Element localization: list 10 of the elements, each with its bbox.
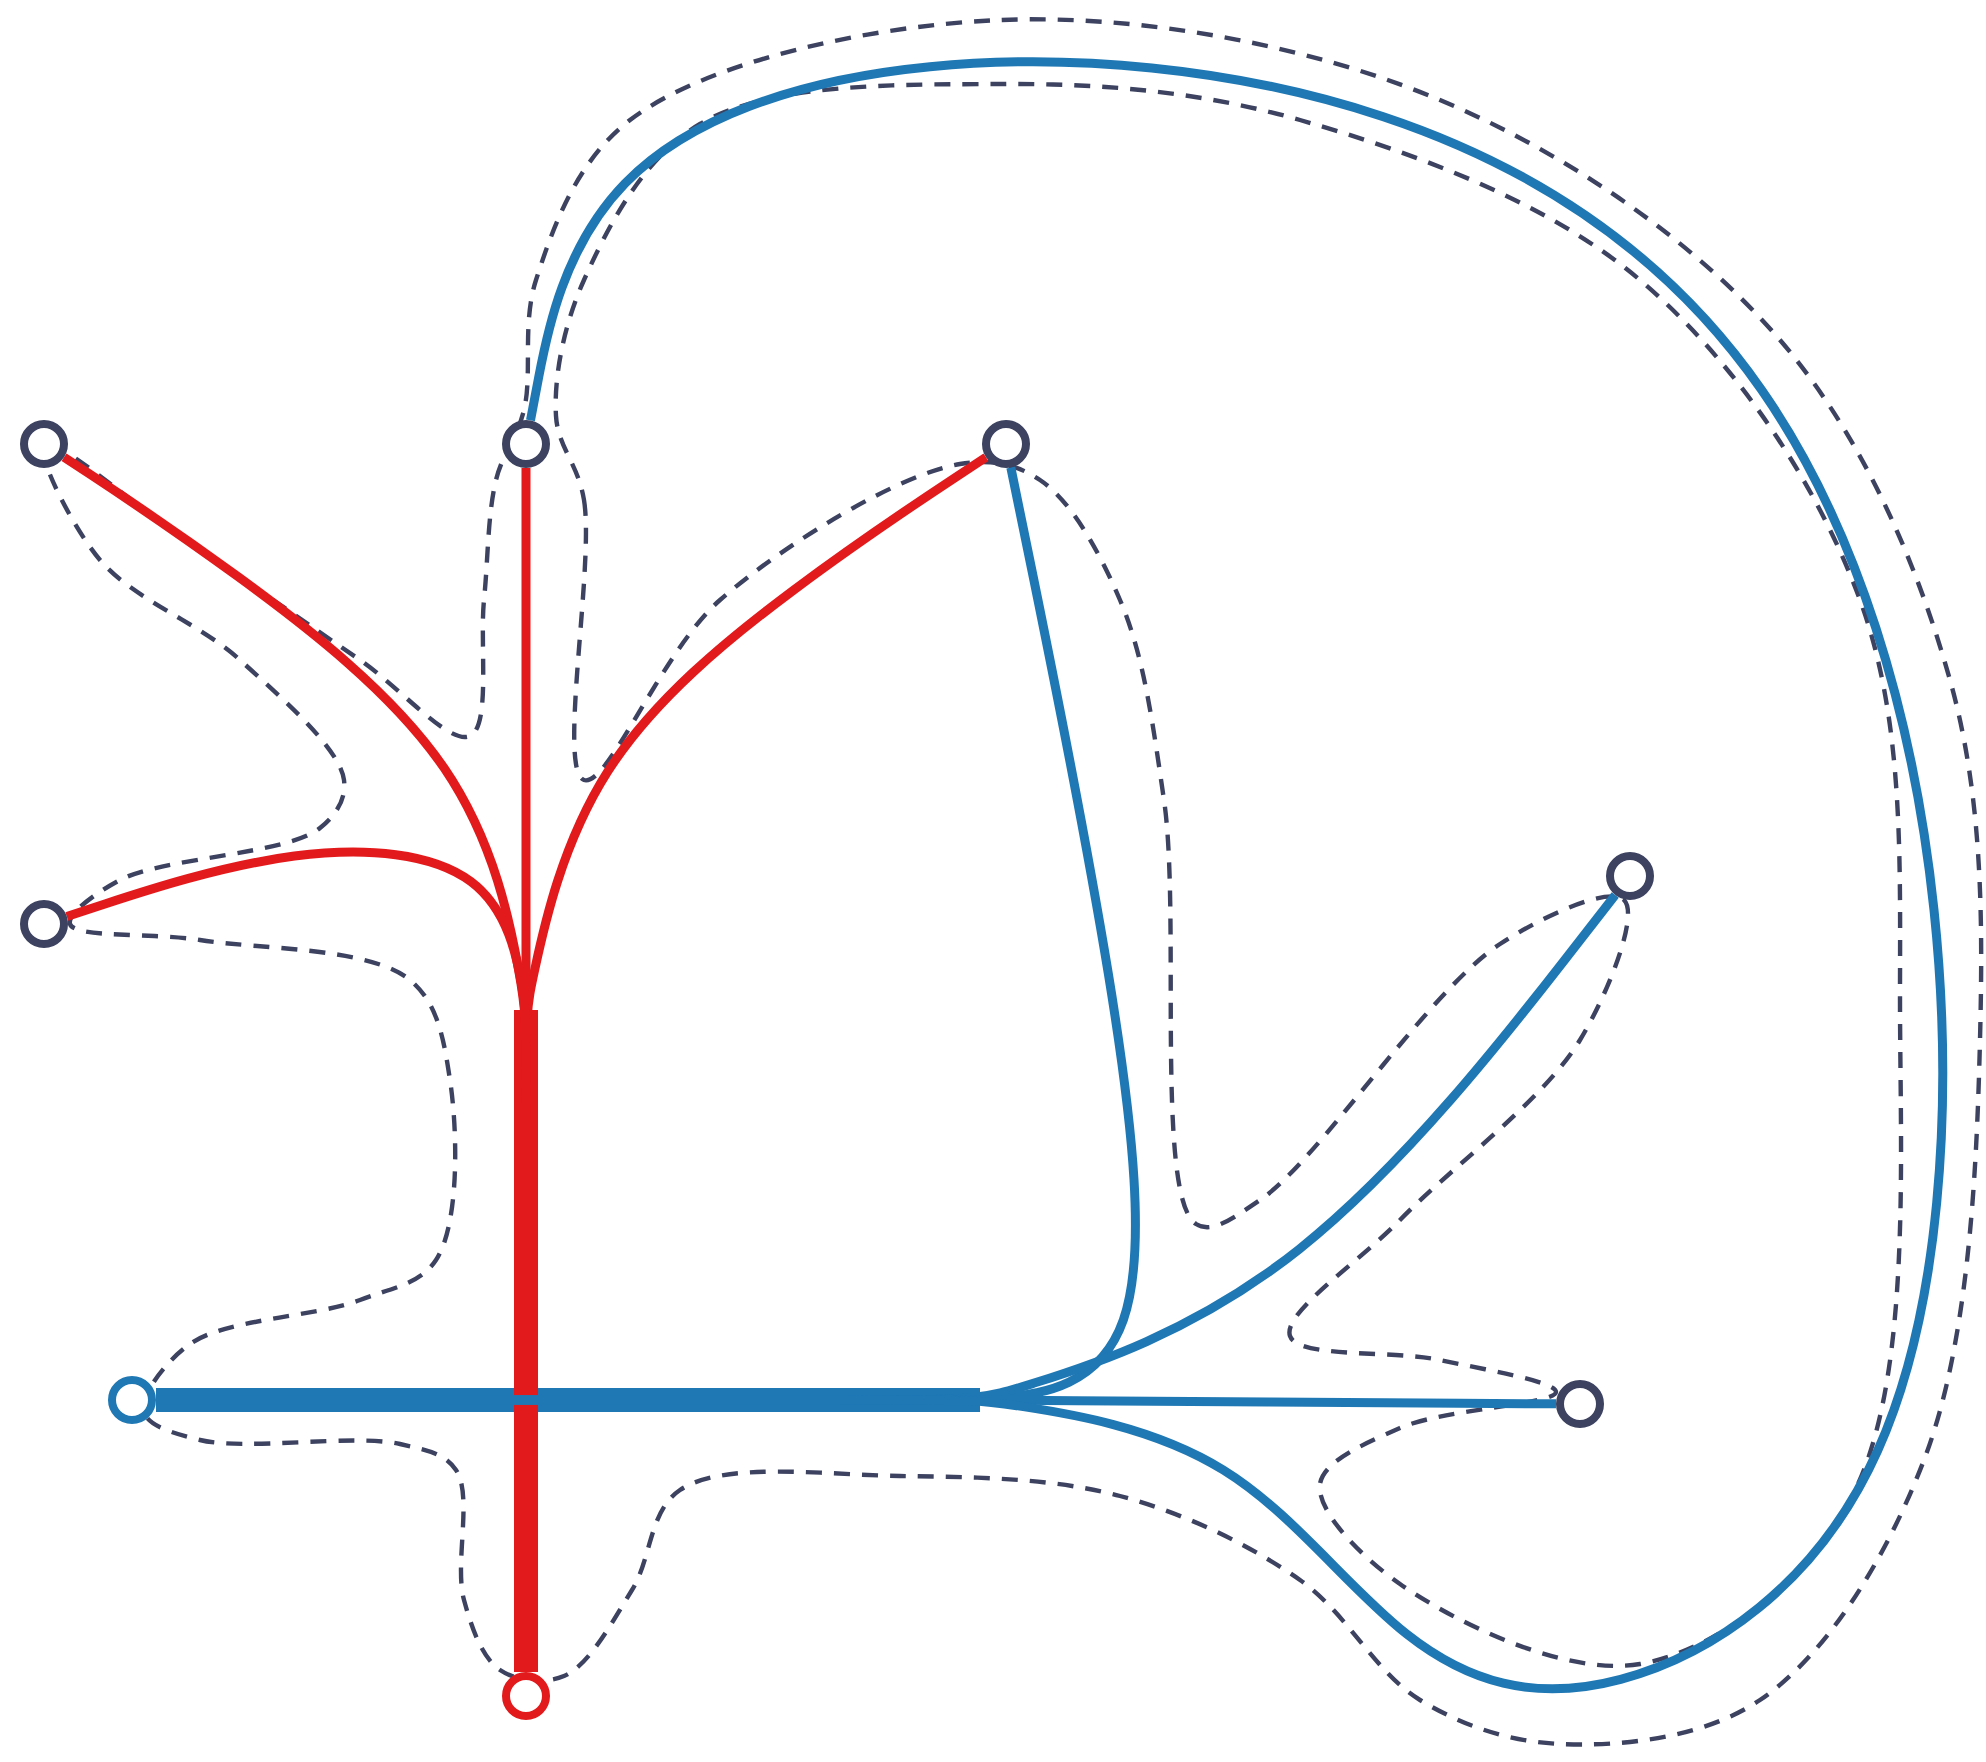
trunk-line [156,1388,980,1412]
node-circle [1606,852,1654,900]
node-circle [108,1376,156,1424]
node-circle [20,900,68,948]
node-circle [20,420,68,468]
trunk-line [514,1010,538,1672]
node-circle [1556,1380,1604,1428]
node-circle [502,420,550,468]
node-circle [982,420,1030,468]
node-circle [502,1672,550,1720]
